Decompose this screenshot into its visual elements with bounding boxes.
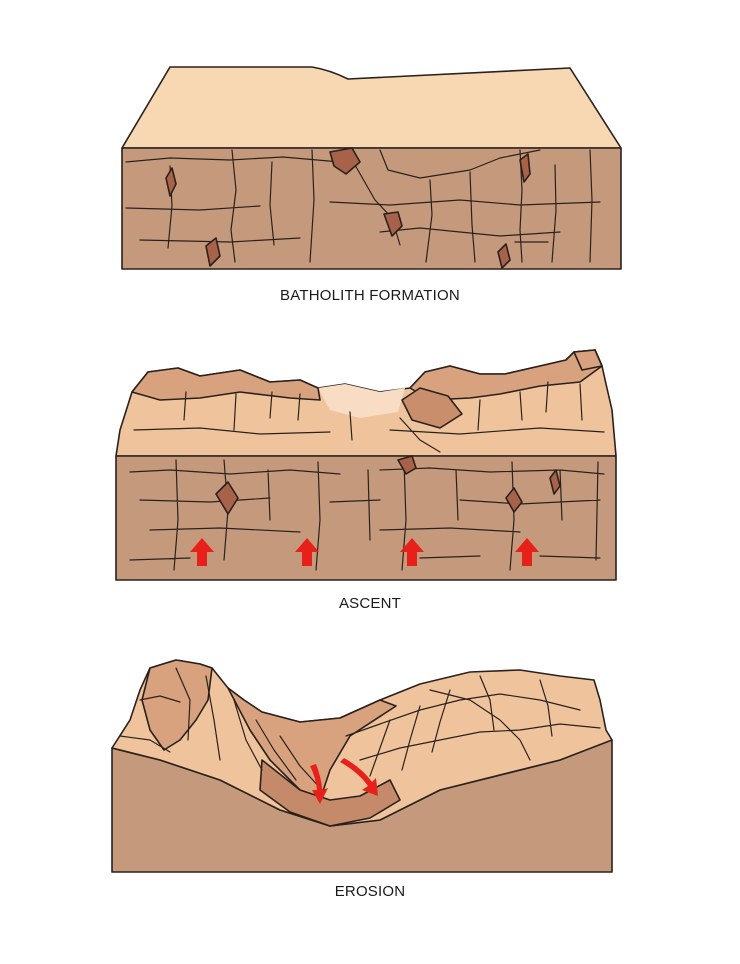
panel-label-ascent: ASCENT: [338, 595, 402, 612]
panel-ascent: [115, 349, 617, 581]
rock-block: [115, 455, 617, 581]
magma-pocket: [549, 469, 561, 495]
distant-plain: [318, 384, 405, 418]
valley-shadow: [227, 687, 397, 801]
up-arrow-icon: [190, 538, 214, 566]
magma-pocket: [329, 147, 361, 175]
rock-shadow: [131, 367, 321, 401]
panel-batholith-formation: [121, 66, 622, 270]
rock-block: [121, 147, 622, 270]
erosion-arrows: [310, 758, 378, 804]
magma-pocket: [497, 243, 511, 269]
magma-pocket: [519, 153, 531, 183]
panel-erosion: [111, 659, 613, 873]
magma-pocket: [215, 481, 239, 515]
magma-pockets: [165, 147, 531, 269]
rock-cracks: [125, 149, 601, 263]
up-arrow-icon: [295, 538, 319, 566]
rock-layers: [119, 667, 601, 791]
top-surface: [121, 66, 622, 149]
magma-pocket: [383, 211, 403, 237]
curved-arrow-icon: [310, 764, 328, 804]
magma-pocket: [205, 237, 221, 267]
up-arrow-icon: [400, 538, 424, 566]
magma-pocket: [165, 167, 177, 197]
panel-label-erosion: EROSION: [334, 883, 406, 900]
cliff-shadow: [141, 659, 213, 751]
boulder: [401, 387, 463, 429]
magma-pocket: [397, 455, 417, 475]
magma-pockets: [215, 455, 561, 515]
uplift-arrows: [190, 538, 539, 566]
up-arrow-icon: [515, 538, 539, 566]
curved-arrow-icon: [340, 758, 378, 796]
boulder: [573, 349, 603, 371]
panel-label-batholith-formation: BATHOLITH FORMATION: [280, 287, 460, 304]
magma-pocket: [505, 487, 523, 513]
cliff-cracks: [133, 381, 605, 453]
